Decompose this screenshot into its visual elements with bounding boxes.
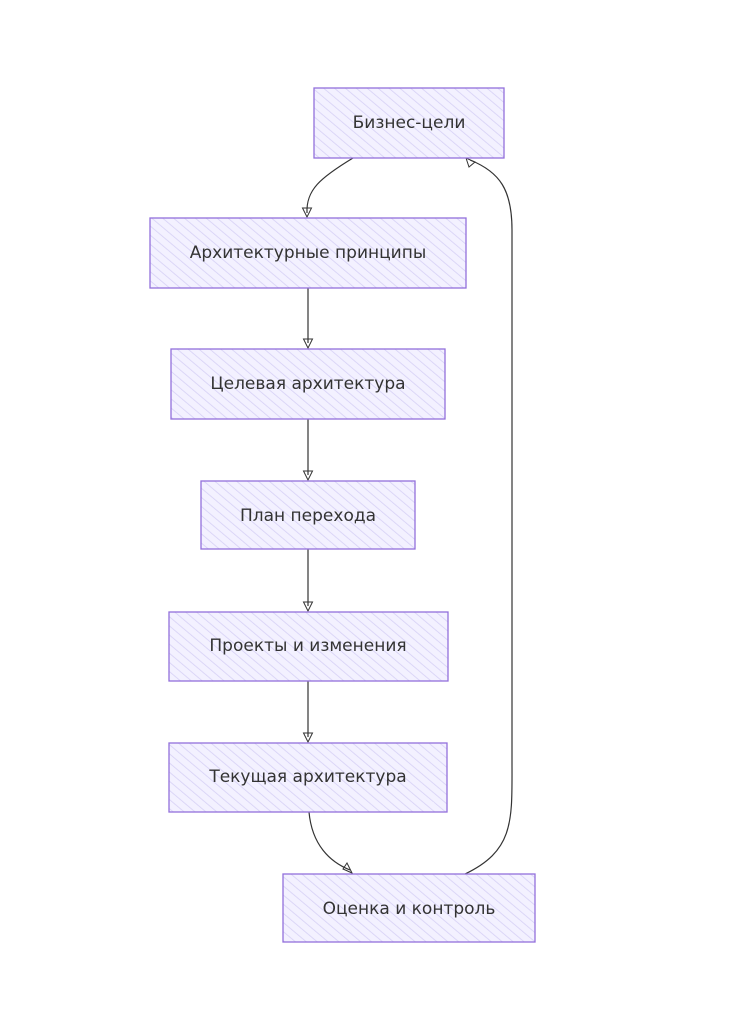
node-current-architecture[interactable]: Текущая архитектура <box>168 742 448 813</box>
node-label: Бизнес-цели <box>353 113 466 133</box>
node-label: Оценка и контроль <box>323 899 496 919</box>
node-transition-plan[interactable]: План перехода <box>200 480 416 550</box>
edge-review-to-goals <box>464 159 513 875</box>
arrow-head-icon <box>302 732 314 744</box>
arrow-head-icon <box>302 601 314 613</box>
arrow-head-icon <box>302 470 314 482</box>
edge-goals-to-principles <box>306 157 354 214</box>
node-assessment-control[interactable]: Оценка и контроль <box>282 873 536 943</box>
arrow-head-icon <box>302 338 314 350</box>
node-label: Целевая архитектура <box>210 374 405 394</box>
node-label: План перехода <box>240 506 376 526</box>
arrow-head-icon <box>301 207 313 219</box>
node-label: Проекты и изменения <box>209 636 406 656</box>
node-architecture-principles[interactable]: Архитектурные принципы <box>149 217 467 289</box>
node-projects-changes[interactable]: Проекты и изменения <box>168 611 449 682</box>
edge-current-to-review <box>308 811 351 871</box>
node-business-goals[interactable]: Бизнес-цели <box>313 87 505 159</box>
node-target-architecture[interactable]: Целевая архитектура <box>170 348 446 420</box>
node-label: Текущая архитектура <box>208 767 406 787</box>
node-label: Архитектурные принципы <box>190 243 427 263</box>
arrow-head-icon <box>342 862 354 875</box>
edges-layer <box>301 157 513 875</box>
arrow-head-icon <box>465 157 476 168</box>
